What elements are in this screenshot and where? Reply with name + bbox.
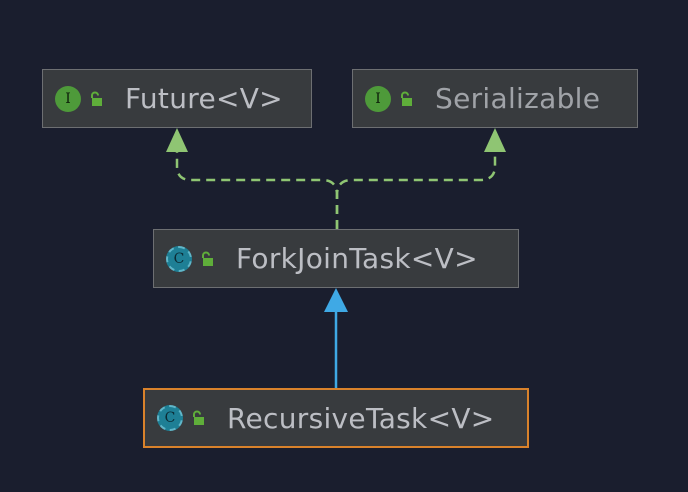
public-lock-icon xyxy=(401,91,412,106)
node-serializable[interactable]: I Serializable xyxy=(352,69,638,128)
arrowhead-future xyxy=(166,128,188,152)
node-label: Serializable xyxy=(435,82,601,115)
node-recursivetask[interactable]: C RecursiveTask<V> xyxy=(143,388,529,448)
public-lock-icon xyxy=(193,410,204,425)
interface-icon: I xyxy=(365,85,391,112)
edge-forkjointask-implements-future xyxy=(175,150,339,229)
public-lock-icon xyxy=(91,91,102,106)
node-future[interactable]: I Future<V> xyxy=(42,69,312,128)
arrowhead-forkjointask xyxy=(324,288,348,312)
arrowhead-serializable xyxy=(484,128,506,152)
abstract-class-icon: C xyxy=(157,405,183,431)
edge-forkjointask-implements-serializable xyxy=(335,150,497,229)
node-label: Future<V> xyxy=(125,82,283,115)
node-forkjointask[interactable]: C ForkJoinTask<V> xyxy=(153,229,519,288)
abstract-class-icon: C xyxy=(166,245,192,272)
node-label: RecursiveTask<V> xyxy=(227,401,495,435)
interface-icon: I xyxy=(55,85,81,112)
node-label: ForkJoinTask<V> xyxy=(236,242,478,275)
public-lock-icon xyxy=(202,251,213,266)
